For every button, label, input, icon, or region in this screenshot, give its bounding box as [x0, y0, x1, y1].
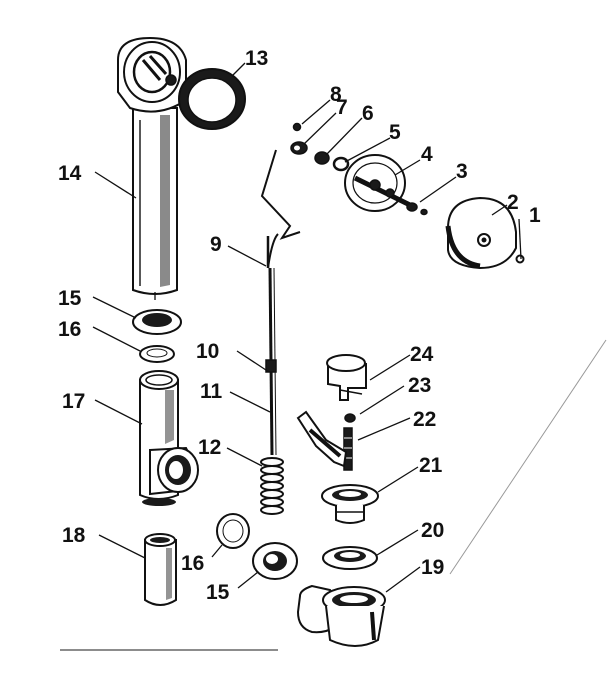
callout-15-upper: 15: [58, 287, 82, 310]
callout-14: 14: [58, 162, 82, 185]
callout-2: 2: [507, 191, 519, 214]
overflow-cover: [445, 196, 517, 270]
slip-washer-upper: [139, 345, 175, 363]
callout-7: 7: [336, 96, 348, 119]
callout-20: 20: [421, 519, 444, 542]
callout-23: 23: [408, 374, 431, 397]
callout-9: 9: [210, 233, 222, 256]
callout-1: 1: [529, 204, 541, 227]
lift-linkage: [260, 149, 301, 269]
slip-washer-lower: [216, 513, 250, 549]
spring-part-12: [260, 457, 284, 515]
scan-edge-line: [449, 339, 607, 575]
callout-6: 6: [362, 102, 374, 125]
callout-17: 17: [62, 390, 85, 413]
callout-13: 13: [245, 47, 268, 70]
callout-16-lower: 16: [181, 552, 204, 575]
cover-screw-part-1: [515, 254, 525, 264]
screw-part-3: [406, 202, 428, 216]
spring-part-6: [314, 151, 330, 165]
callout-12: 12: [198, 436, 221, 459]
callout-3: 3: [456, 160, 468, 183]
drain-shoe: [296, 584, 386, 647]
tailpiece-part-18: [144, 533, 177, 606]
nut-part-7: [290, 141, 308, 155]
callout-labels: 1 2 3 4 5 6 7 8 9 10 11 12 13 14 15 16 1…: [58, 47, 541, 604]
callout-18: 18: [62, 524, 86, 547]
callout-24: 24: [410, 343, 434, 366]
stopper-rod: [343, 427, 353, 471]
stopper-nut: [344, 413, 356, 423]
washer-part-5: [332, 156, 350, 172]
drain-flange: [321, 484, 379, 524]
drain-gasket: [322, 546, 378, 570]
slip-nut-upper: [132, 309, 182, 335]
callout-19: 19: [421, 556, 444, 579]
lift-rod: [265, 267, 277, 456]
callout-21: 21: [419, 454, 443, 477]
slip-nut-lower: [252, 542, 298, 580]
leader-lines: [92, 62, 522, 593]
overflow-gasket: [178, 68, 246, 130]
overflow-plate: [344, 154, 412, 212]
callout-16-upper: 16: [58, 318, 81, 341]
rocker-arm: [296, 410, 348, 468]
callout-8: 8: [330, 83, 342, 106]
callout-4: 4: [421, 143, 433, 166]
washer-part-8: [292, 122, 302, 132]
waste-tee: [139, 370, 199, 506]
stopper-cap: [326, 354, 367, 401]
callout-5: 5: [389, 121, 401, 144]
overflow-elbow-pipe: [117, 36, 187, 295]
callout-10: 10: [196, 340, 219, 363]
callout-11: 11: [200, 380, 223, 403]
callout-15-lower: 15: [206, 581, 230, 604]
callout-22: 22: [413, 408, 436, 431]
